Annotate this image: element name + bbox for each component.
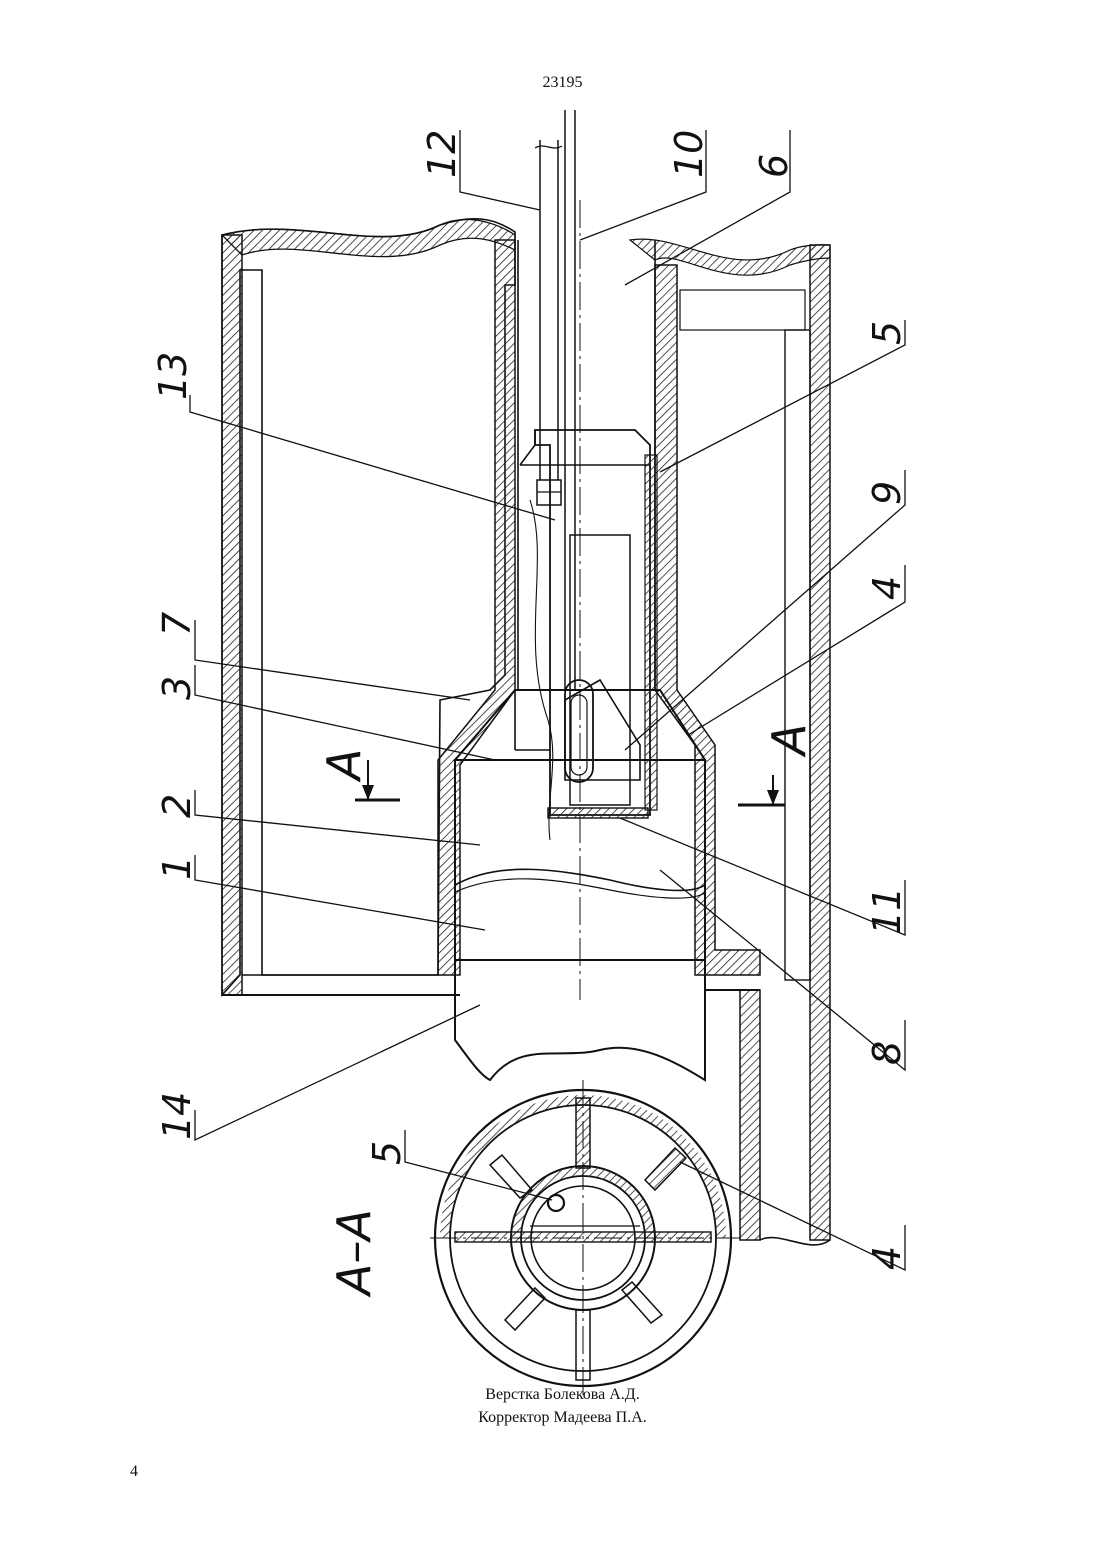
callout-9: 9 — [865, 481, 909, 505]
section-callout-5: 5 — [365, 1141, 409, 1165]
callout-6: 6 — [752, 154, 796, 178]
section-mark-right: A — [762, 724, 816, 758]
housing-inner — [570, 535, 630, 805]
leader-lines — [190, 130, 905, 1270]
outer-wall-left-hatch — [222, 235, 242, 995]
plate — [548, 808, 648, 818]
housing-top-left — [520, 430, 535, 465]
callout-5: 5 — [865, 321, 909, 345]
credits-proofreader: Корректор Мадеева П.А. — [0, 1406, 1100, 1429]
callout-10: 10 — [667, 130, 711, 178]
branch-pipe — [740, 990, 760, 1240]
callout-8: 8 — [865, 1041, 909, 1065]
credits-layout: Верстка Болекова А.Д. — [0, 1383, 1100, 1406]
callout-11: 11 — [865, 887, 909, 935]
inner-right-band-2 — [680, 290, 805, 330]
callout-13: 13 — [151, 352, 195, 400]
section-mark-left: A — [317, 749, 371, 783]
callout-4: 4 — [865, 576, 909, 600]
probe-tip-inner — [571, 695, 587, 775]
section-callout-4: 4 — [865, 1246, 909, 1270]
inner-wall-left-hatch — [438, 240, 515, 975]
housing-wall-hatch — [645, 455, 657, 810]
top-wall-hatch — [222, 220, 515, 257]
inner-right-band — [785, 330, 810, 980]
section-arrowhead-right — [767, 790, 779, 805]
page-number: 4 — [130, 1463, 138, 1481]
section-probe — [548, 1195, 564, 1211]
callout-7: 7 — [155, 612, 199, 636]
section-arrowhead-left — [362, 785, 374, 800]
callout-12: 12 — [420, 130, 464, 178]
callout-1: 1 — [155, 856, 199, 880]
section-title: A–A — [327, 1209, 381, 1298]
callout-14: 14 — [155, 1092, 199, 1140]
callout-3: 3 — [155, 676, 199, 700]
callout-2: 2 — [155, 794, 199, 818]
credits: Верстка Болекова А.Д. Корректор Мадеева … — [0, 1383, 1100, 1429]
